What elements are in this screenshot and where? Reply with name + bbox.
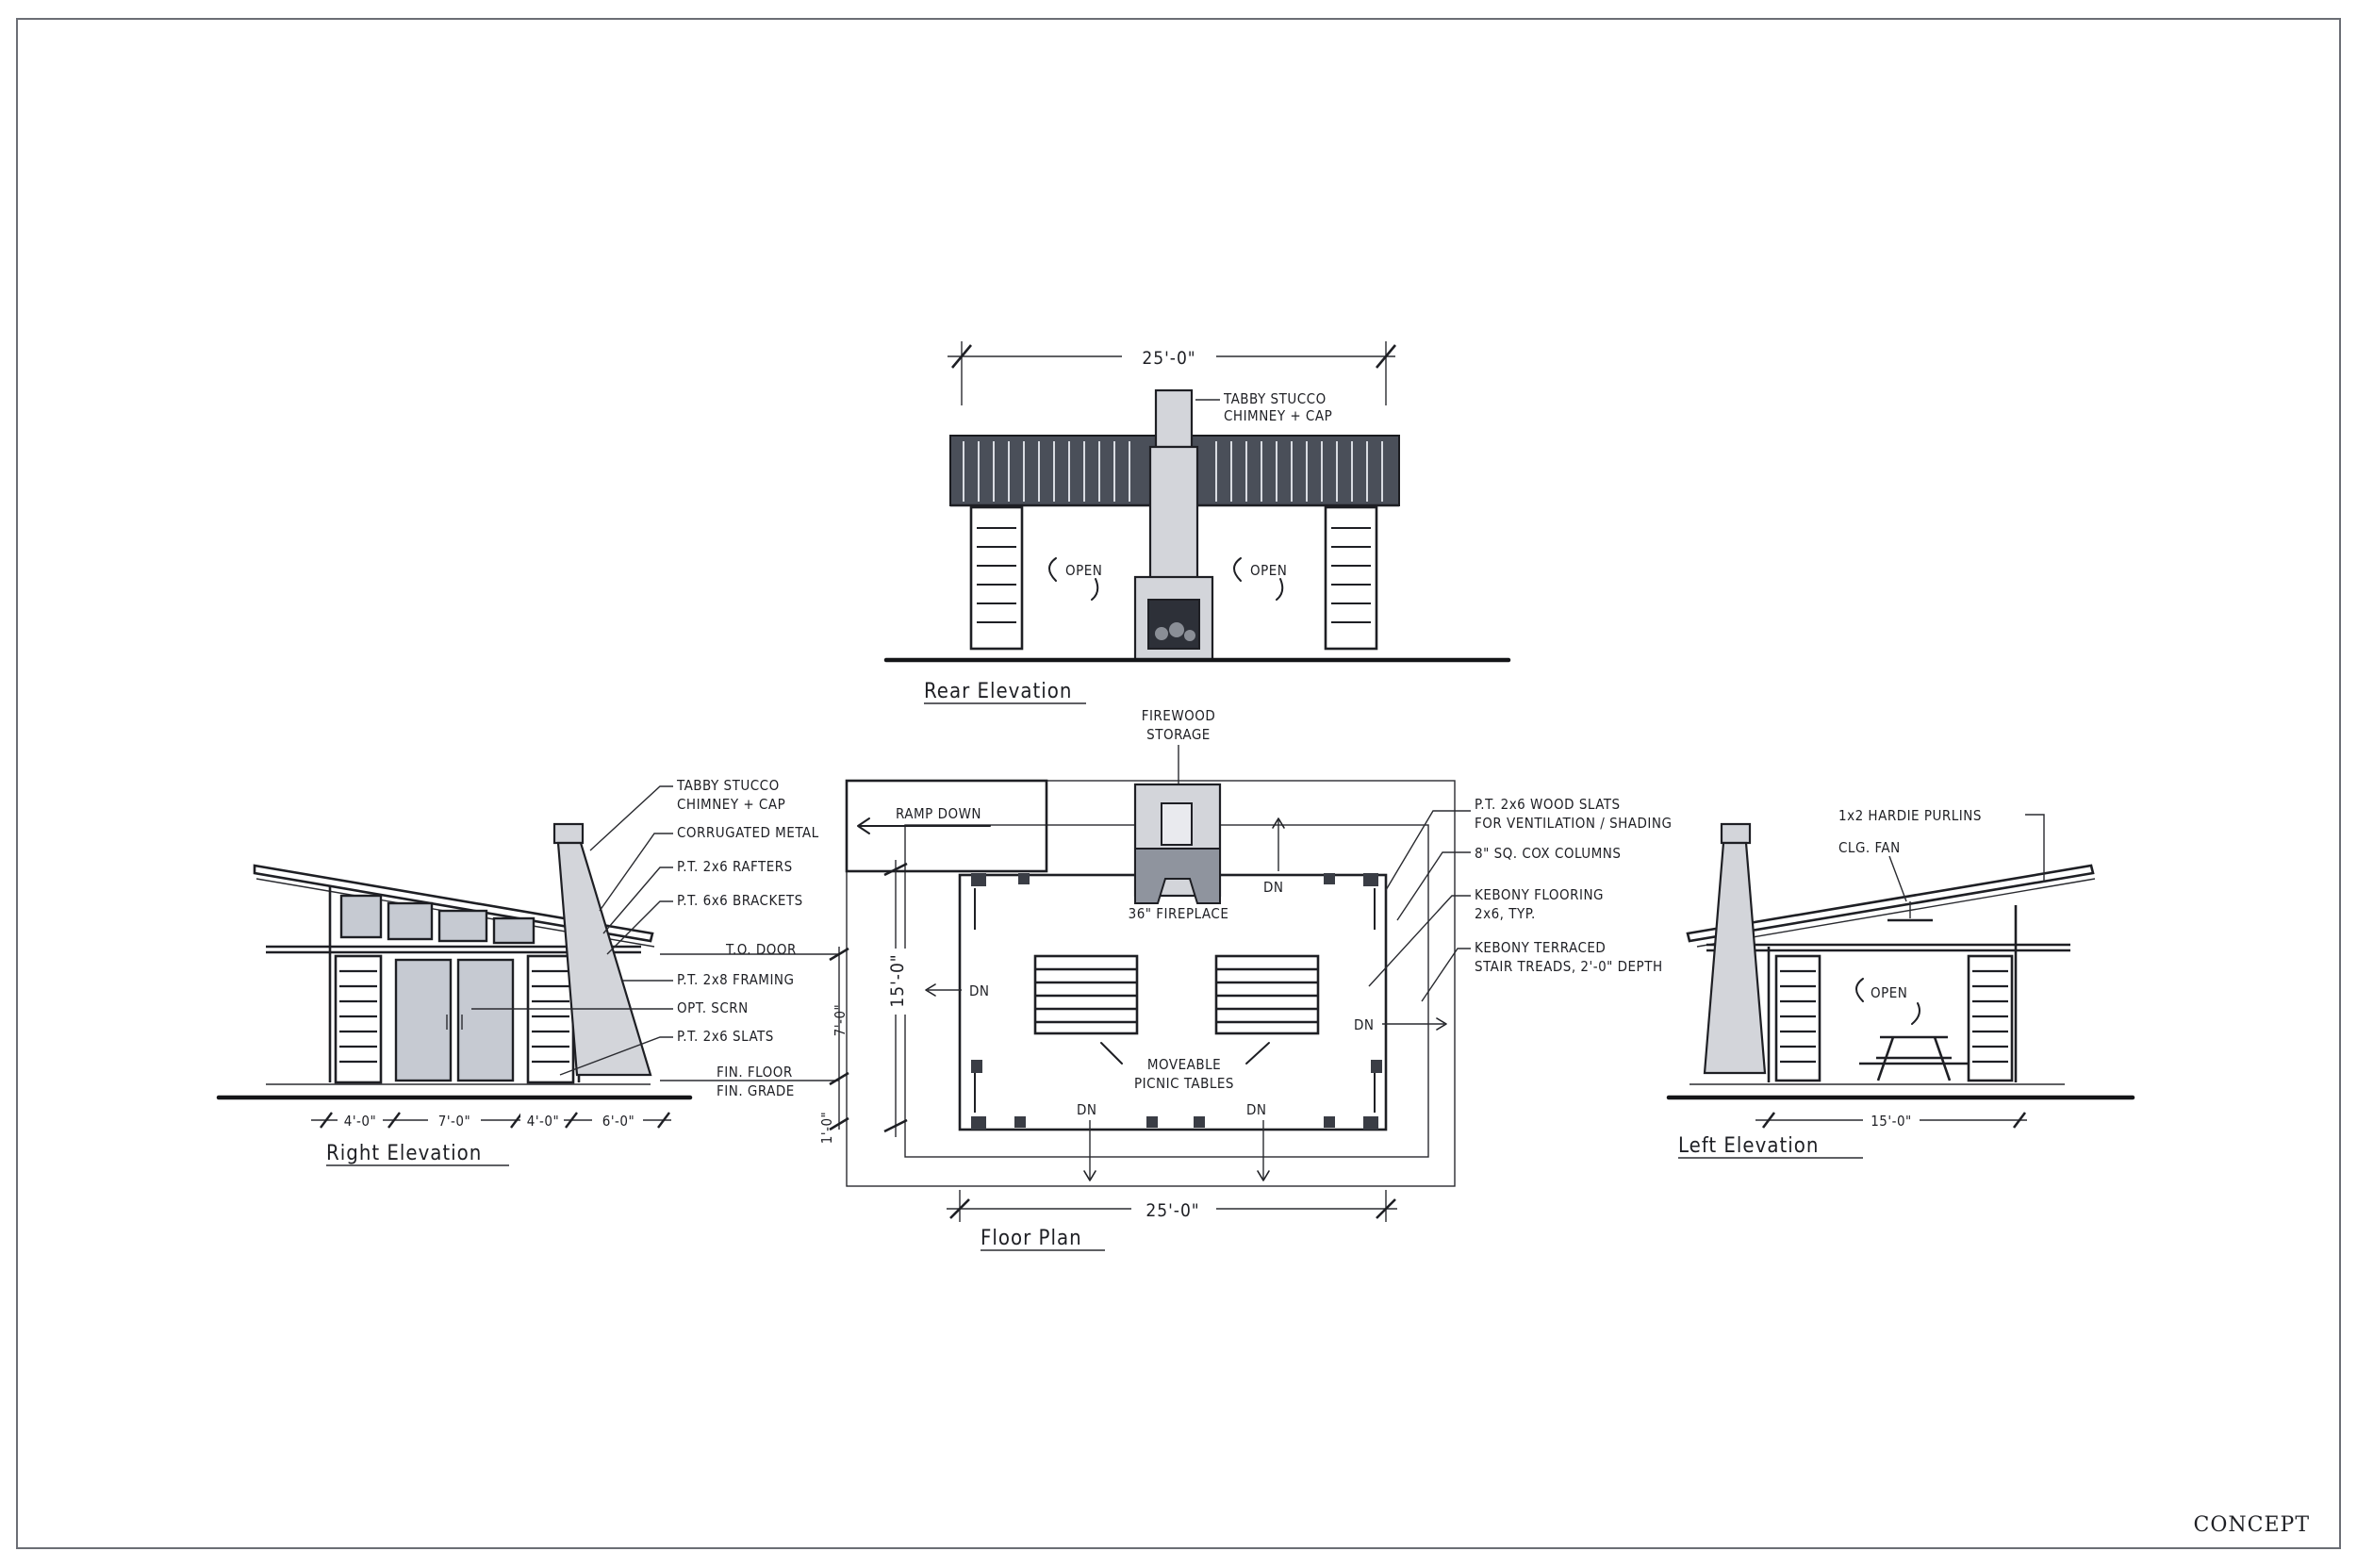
re-dimension-4: 6'-0" [602, 1113, 635, 1130]
re-note-brackets: P.T. 6x6 BRACKETS [677, 892, 803, 909]
sheet-border [16, 18, 2341, 1549]
tables-label-line1: MOVEABLE [1147, 1056, 1221, 1073]
rear-width-dimension: 25'-0" [1142, 348, 1195, 369]
re-height-dimension: 7'-0" [832, 1004, 849, 1036]
firewood-label-line1: FIREWOOD [1142, 707, 1216, 724]
left-elevation-title: Left Elevation [1678, 1134, 1819, 1158]
plan-note-stairs-line1: KEBONY TERRACED [1475, 939, 1606, 956]
plan-width-dimension: 25'-0" [1146, 1200, 1199, 1221]
rear-chimney-note-line1: TABBY STUCCO [1223, 390, 1327, 407]
dn-label-south-right: DN [1246, 1101, 1267, 1118]
right-elevation: TABBY STUCCO CHIMNEY + CAP CORRUGATED ME… [216, 777, 849, 1166]
re-note-screen: OPT. SCRN [677, 999, 749, 1016]
rear-open-left: OPEN [1065, 562, 1102, 579]
re-note-chimney-line1: TABBY STUCCO [676, 777, 780, 794]
plan-note-slats-line2: FOR VENTILATION / SHADING [1475, 815, 1672, 832]
firewood-label-line2: STORAGE [1146, 726, 1211, 743]
rear-roof-slats [963, 441, 1383, 502]
rear-elevation-title: Rear Elevation [924, 680, 1072, 703]
le-note-purlins: 1x2 HARDIE PURLINS [1838, 807, 1982, 824]
ramp-label: RAMP DOWN [896, 805, 981, 822]
plan-note-flooring-line1: KEBONY FLOORING [1475, 886, 1604, 903]
floor-plan: FIREWOOD STORAGE RAMP DOWN 36" FIREPLACE [845, 707, 1672, 1251]
re-dimension-2: 7'-0" [438, 1113, 470, 1130]
dn-label-west: DN [969, 982, 990, 999]
re-note-framing: P.T. 2x8 FRAMING [677, 971, 794, 988]
fireplace-label: 36" FIREPLACE [1129, 905, 1229, 922]
rear-open-right: OPEN [1250, 562, 1287, 579]
re-note-floor: FIN. FLOOR [717, 1064, 793, 1081]
le-width-dimension: 15'-0" [1871, 1113, 1912, 1130]
le-open-label: OPEN [1871, 984, 1907, 1001]
right-elevation-title: Right Elevation [326, 1142, 482, 1165]
plan-depth-dimension: 15'-0" [887, 953, 908, 1007]
le-note-fan: CLG. FAN [1838, 839, 1901, 856]
left-elevation: OPEN 1x2 HARDIE PURLINS CLG. FAN 15'-0" … [1666, 807, 2135, 1159]
dn-label-south-left: DN [1077, 1101, 1097, 1118]
plan-note-columns: 8" SQ. COX COLUMNS [1475, 845, 1621, 862]
re-note-grade: FIN. GRADE [717, 1082, 795, 1099]
rear-elevation: 25'-0" [883, 341, 1511, 704]
re-note-slats: P.T. 2x6 SLATS [677, 1028, 774, 1045]
re-note-chimney-line2: CHIMNEY + CAP [677, 796, 785, 813]
re-dimension-3: 4'-0" [527, 1113, 559, 1130]
plan-note-flooring-line2: 2x6, TYP. [1475, 905, 1536, 922]
dn-label-east: DN [1354, 1016, 1375, 1033]
picnic-table-right [1214, 954, 1320, 1035]
plan-note-stairs-line2: STAIR TREADS, 2'-0" DEPTH [1475, 958, 1663, 975]
picnic-table-left [1033, 954, 1139, 1035]
re-note-door: T.O. DOOR [725, 941, 797, 958]
rear-chimney-note-line2: CHIMNEY + CAP [1224, 407, 1332, 424]
re-dimension-1: 4'-0" [344, 1113, 376, 1130]
re-note-rafters: P.T. 2x6 RAFTERS [677, 858, 793, 875]
tables-label-line2: PICNIC TABLES [1134, 1075, 1234, 1092]
dn-label-north: DN [1263, 879, 1284, 896]
concept-stamp: CONCEPT [2194, 1513, 2311, 1537]
plan-note-slats-line1: P.T. 2x6 WOOD SLATS [1475, 796, 1621, 813]
re-note-metal: CORRUGATED METAL [677, 824, 819, 841]
re-step-dimension: 1'-0" [818, 1112, 835, 1144]
floor-plan-title: Floor Plan [981, 1227, 1082, 1250]
